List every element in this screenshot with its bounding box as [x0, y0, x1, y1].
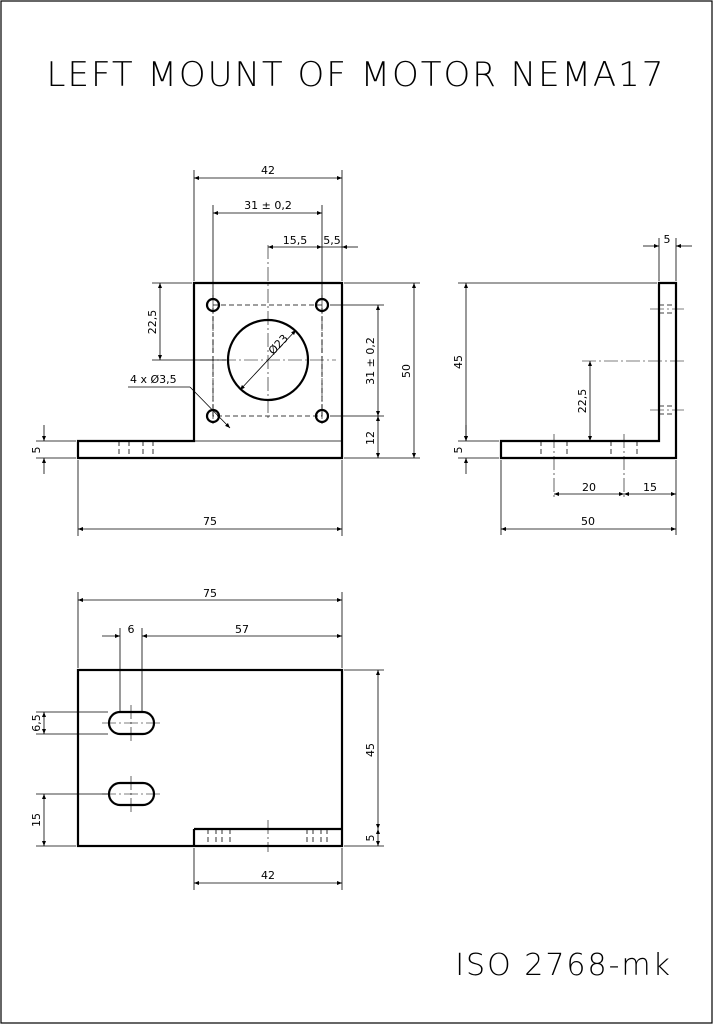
dim-side-hole-b: 15: [643, 481, 657, 494]
dim-side-mid-height: 22,5: [576, 389, 589, 414]
dim-top-wall: 5: [364, 835, 377, 842]
dim-hole-spacing: 31 ± 0,2: [244, 199, 292, 212]
front-view: Ø23 4 x Ø3,5 42 31 ± 0,2 15,5 5,5 22,5 3…: [30, 164, 420, 536]
dim-width: 42: [261, 164, 275, 177]
motor-bore: [226, 318, 310, 402]
side-view: 5 45 22,5 5 20 15 50: [452, 233, 692, 535]
drawing-title: LEFT MOUNT OF MOTOR NEMA17: [47, 55, 666, 95]
mount-hole-tr: [314, 297, 330, 313]
top-outline: [76, 668, 344, 848]
dim-wall: 5: [664, 233, 671, 246]
hole-pattern: [212, 304, 323, 417]
dim-bore: Ø23: [266, 332, 291, 357]
dim-top-offset: 22,5: [146, 310, 159, 335]
dim-slot-bottom: 15: [30, 813, 43, 827]
dim-length: 75: [203, 515, 217, 528]
top-view: 75 6 57 6,5 15 45 5 42: [30, 587, 384, 890]
mount-hole-tl: [205, 297, 221, 313]
dim-side-height: 45: [452, 355, 465, 369]
dim-center-offset: 15,5: [283, 234, 308, 247]
side-outline: [499, 281, 678, 460]
dim-side-hole-a: 20: [582, 481, 596, 494]
dim-side-length: 50: [581, 515, 595, 528]
dim-side-base: 5: [452, 447, 465, 454]
mount-hole-bl: [205, 408, 221, 424]
dim-holes-note: 4 x Ø3,5: [130, 373, 177, 386]
mount-hole-br: [314, 408, 330, 424]
dim-bottom-offset: 12: [364, 431, 377, 445]
dim-height: 50: [400, 364, 413, 378]
dim-top-length: 75: [203, 587, 217, 600]
dim-vertical-spacing: 31 ± 0,2: [364, 337, 377, 385]
dim-slot-to-end: 57: [235, 623, 249, 636]
dim-base-thickness: 5: [30, 447, 43, 454]
dim-slot-height: 6,5: [30, 714, 43, 732]
tolerance-standard: ISO 2768-mk: [455, 948, 672, 983]
dim-slot-width: 6: [128, 623, 135, 636]
dim-top-depth: 45: [364, 743, 377, 757]
dim-top-wall-length: 42: [261, 869, 275, 882]
dim-edge-offset: 5,5: [323, 234, 341, 247]
